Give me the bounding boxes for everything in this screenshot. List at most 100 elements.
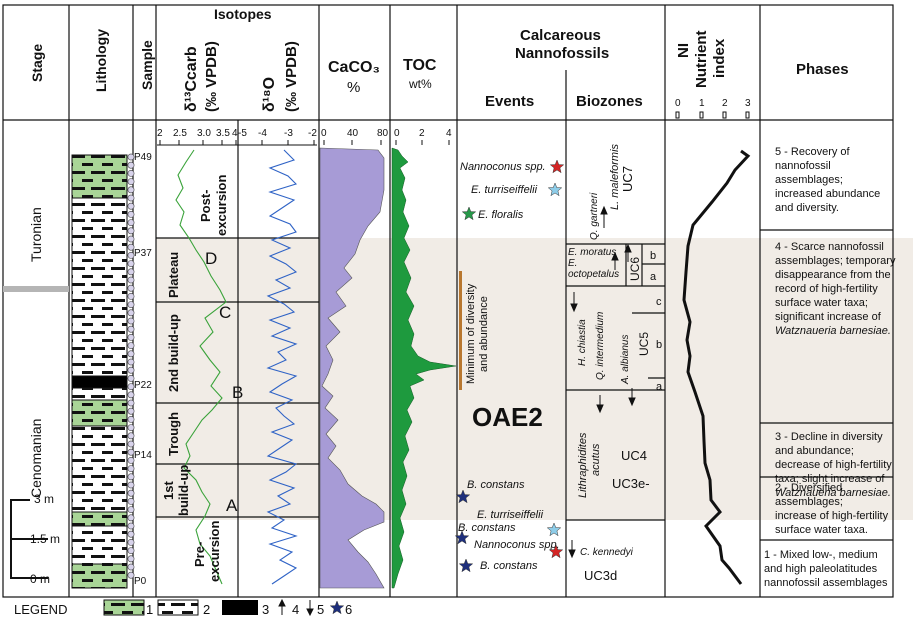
phase-3-line: taxa; slight increase of (775, 473, 885, 485)
segment-post-excursion-1: Post- (198, 190, 213, 223)
caco3-tick: 40 (347, 128, 359, 139)
ni-tick: 0 (675, 98, 681, 109)
event-stars (454, 159, 565, 573)
phase-5-line: 5 - Recovery of (775, 146, 851, 158)
sample-dot (127, 374, 135, 382)
event-turriseiffelii-bottom: E. turriseiffelii (477, 509, 544, 521)
event-turriseiffelii-top: E. turriseiffelii (471, 184, 538, 196)
sample-dot (127, 301, 135, 308)
legend-item-5: 5 (317, 602, 324, 617)
phase-4-line: record of high-fertility (775, 283, 878, 295)
sample-dot (127, 153, 135, 161)
biozone-chiastia: H. chiastia (577, 319, 588, 366)
isotopes-header: Isotopes (214, 6, 272, 22)
sample-dot (127, 309, 135, 317)
sample-dot (127, 202, 135, 210)
sample-dot (127, 276, 135, 284)
toc-tick: 4 (446, 128, 452, 139)
event-b-constans-1: B. constans (467, 479, 525, 491)
toc-unit: wt% (408, 77, 432, 91)
minimum-diversity-line1: Minimum of diversity (465, 283, 477, 384)
sample-dot (127, 325, 135, 333)
sample-dot (127, 539, 135, 546)
sample-dot (127, 481, 135, 489)
stage-boundary-band (3, 286, 69, 292)
oae2-label: OAE2 (472, 402, 543, 432)
biozone-uc6-a: a (650, 271, 657, 283)
sample-dot (127, 161, 135, 169)
legend-item-3: 3 (262, 602, 269, 617)
sample-dot (127, 555, 135, 563)
biozone-uc5: UC5 (637, 332, 651, 356)
minimum-diversity-bar (459, 271, 462, 390)
point-b: B (232, 383, 243, 402)
ni-header-line3: index (711, 38, 728, 78)
sample-header: Sample (139, 40, 155, 90)
sample-dot (127, 317, 135, 325)
biozone-uc5-a: a (656, 381, 663, 393)
star-red-icon (548, 544, 564, 559)
phase-5-line: assemblages; (775, 174, 843, 186)
d18o-tick: -3 (284, 128, 293, 139)
star-navy-icon (454, 530, 470, 545)
sample-dot (127, 186, 135, 194)
event-floralis: E. floralis (478, 209, 524, 221)
star-navy-icon (455, 489, 471, 504)
phase-2-line: assemblages; (775, 496, 843, 508)
d13c-tick: 4 (232, 128, 238, 139)
phase-4-line: surface water taxa; (775, 297, 868, 309)
biozones-header: Biozones (576, 93, 643, 110)
d13c-tick: 3.0 (197, 128, 211, 139)
segment-2nd-build-up: 2nd build-up (166, 314, 181, 392)
sample-dot (127, 456, 135, 464)
phase-4-line: assemblages; temporary (775, 255, 896, 267)
biozone-kennedyi: C. kennedyi (580, 547, 634, 558)
stage-turonian: Turonian (28, 207, 44, 262)
sample-dot (127, 407, 135, 415)
biozone-albianus: A. albianus (620, 335, 631, 385)
event-b-constans-3: B. constans (480, 560, 538, 572)
phase-3-line: and abundance; (775, 445, 854, 457)
sample-dot (127, 194, 135, 202)
sample-dot (127, 284, 135, 292)
scale-label-3m: 3 m (34, 492, 54, 506)
sample-dot (127, 210, 135, 218)
sample-dot (127, 219, 135, 226)
phase-5-line: nannofossil (775, 160, 831, 172)
d13c-tick: 3.5 (216, 128, 230, 139)
caco3-profile (319, 147, 385, 589)
caco3-tick: 80 (377, 128, 389, 139)
phase-1-line: and high paleolatitudes (764, 563, 878, 575)
segment-pre-excursion-2: excursion (207, 521, 222, 582)
tick-marks (157, 111, 750, 146)
sample-dot (127, 465, 135, 472)
toc-profile (391, 147, 457, 589)
legend-item-4: 4 (292, 602, 299, 617)
sample-dot (127, 415, 135, 423)
sample-dot (127, 358, 135, 366)
sample-dot (127, 268, 135, 276)
sample-dot (127, 169, 135, 177)
star-lightblue-icon (547, 182, 563, 197)
sample-p37: P37 (134, 248, 152, 259)
ni-tick: 3 (745, 98, 751, 109)
event-b-constans-2: B. constans (458, 522, 516, 534)
ni-tick: 1 (699, 98, 705, 109)
legend-title: LEGEND (14, 602, 67, 617)
toc-tick: 2 (419, 128, 425, 139)
d18o-curve (266, 149, 298, 585)
sample-dot (127, 292, 135, 300)
point-c: C (219, 303, 231, 322)
sample-dot (127, 563, 135, 571)
biozone-octopetalus-1: E. (568, 258, 577, 269)
sample-dot (127, 251, 135, 259)
d18o-tick: -5 (238, 128, 247, 139)
segment-plateau: Plateau (166, 252, 181, 298)
point-a: A (226, 496, 238, 515)
legend-swatch-black-shale (222, 600, 258, 615)
phase-3-line: Watznaueria barnesiae. (775, 487, 891, 499)
sample-dot (127, 227, 135, 235)
legend-arrow-down-icon (306, 600, 314, 617)
phase-1-line: 1 - Mixed low-, medium (764, 549, 878, 561)
sample-p49: P49 (134, 152, 152, 163)
